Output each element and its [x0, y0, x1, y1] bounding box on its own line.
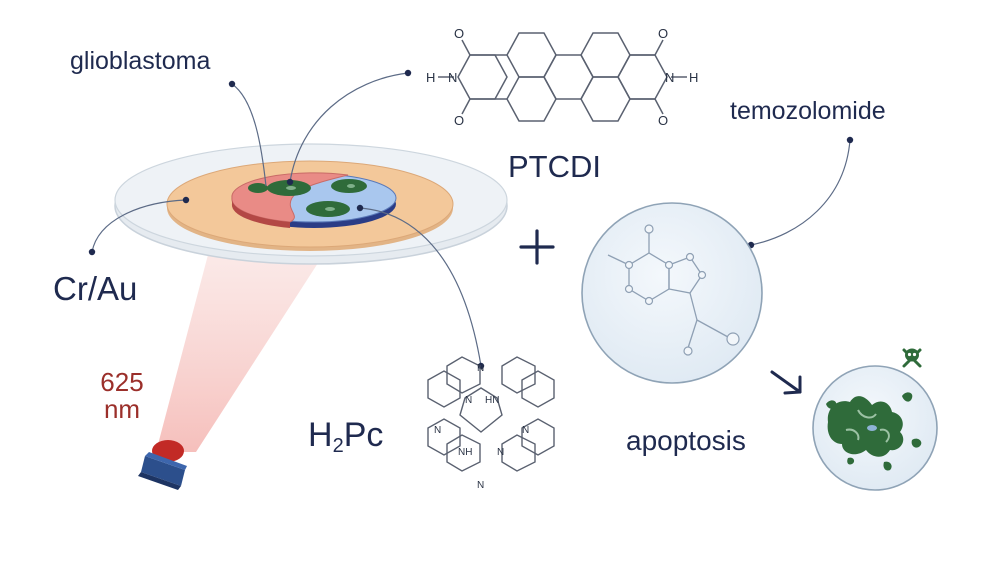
ptcdi-atom-o4: O — [658, 113, 668, 128]
leader-lines — [91, 72, 851, 367]
h2pc-label-h: H — [308, 416, 333, 454]
h2pc-label-sub: 2 — [332, 435, 344, 457]
glioblastoma-label: glioblastoma — [70, 47, 211, 75]
h2pc-atom-hn: HN — [485, 395, 499, 406]
tumor-sample — [231, 172, 397, 228]
temozolomide-label: temozolomide — [730, 97, 886, 125]
h2pc-atoms: N N N HN N N NH N — [434, 363, 529, 491]
ptcdi-atom-o2: O — [454, 113, 464, 128]
ptcdi-atom-h1: H — [426, 70, 435, 85]
h2pc-label-pc: Pc — [343, 416, 384, 454]
h2pc-atom-n4: N — [522, 425, 529, 436]
ptcdi-molecule — [438, 32, 687, 122]
h2pc-atom-n1: N — [477, 363, 484, 374]
skull-crossbones-icon — [902, 348, 922, 368]
h2pc-atom-n6: N — [497, 447, 504, 458]
ptcdi-atom-n1: N — [448, 70, 457, 85]
wavelength-unit: nm — [103, 394, 141, 424]
ptcdi-label: PTCDI — [508, 149, 601, 184]
wavelength-value: 625 — [100, 367, 144, 397]
wavelength-label: 625 nm — [92, 369, 152, 423]
ptcdi-atom-o1: O — [454, 26, 464, 41]
cr-au-label: Cr/Au — [53, 270, 138, 307]
h2pc-molecule — [427, 356, 555, 472]
h2pc-label: H2Pc — [308, 418, 383, 456]
h2pc-atom-n5: N — [477, 480, 484, 491]
apoptosis-label: apoptosis — [626, 425, 746, 456]
h2pc-atom-nh: NH — [458, 447, 472, 458]
laser-diode-icon — [138, 440, 187, 490]
laser-beam — [156, 232, 338, 452]
ptcdi-atom-n2: N — [665, 70, 674, 85]
h2pc-atom-n2: N — [465, 395, 472, 406]
h2pc-atom-n3: N — [434, 425, 441, 436]
plus-icon — [519, 229, 555, 265]
temozolomide-molecule — [581, 202, 763, 384]
ptcdi-atom-o3: O — [658, 26, 668, 41]
arrow-icon — [770, 370, 802, 395]
apoptotic-cell — [812, 365, 938, 491]
ptcdi-atoms: O O O O N N H H — [426, 26, 698, 128]
ptcdi-atom-h2: H — [689, 70, 698, 85]
